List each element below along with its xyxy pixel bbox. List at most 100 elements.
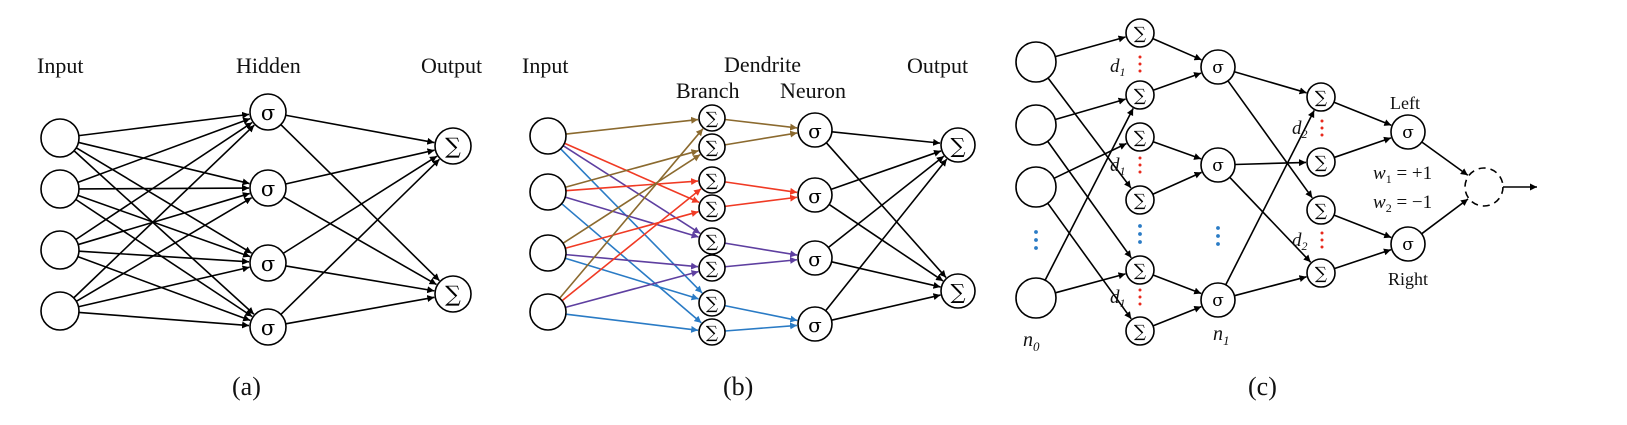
panel-c-input-node-4 xyxy=(1015,277,1057,319)
panel-b-output-node-2-circle xyxy=(940,273,976,309)
panel-c-d1-dots-1 xyxy=(1138,55,1142,73)
panel-c-sigma-node-2: σ xyxy=(1200,147,1236,183)
panel-a-input-node-3-circle xyxy=(40,230,80,270)
panel-c-d1-dots-3 xyxy=(1138,288,1142,306)
panel-b-dendrite-label: Dendrite xyxy=(724,52,801,77)
panel-b-edge-n2-out1 xyxy=(830,149,942,191)
panel-c-sum1-node-5: ∑ xyxy=(1125,255,1155,285)
panel-a-edge-in2-h1 xyxy=(77,117,251,184)
panel-a-input-node-1 xyxy=(40,118,80,158)
panel-c-right-node: σ xyxy=(1390,226,1426,262)
panel-c-sigma-node-3-symbol: σ xyxy=(1212,291,1224,311)
panel-c-edge-sig1-t3 xyxy=(1227,80,1313,199)
panel-c-edge-sig2-t4 xyxy=(1229,176,1312,263)
panel-c-edge-t4-right xyxy=(1334,248,1392,270)
panel-c-left-node-symbol: σ xyxy=(1402,123,1414,143)
panel-b-input-node-1-circle xyxy=(529,117,567,155)
panel-c-edge-s1-sig1 xyxy=(1152,37,1202,61)
panel-b-edge-n4-out2 xyxy=(831,293,941,321)
panel-c-d2-label-2: d2 xyxy=(1292,230,1308,253)
panel-c-sum2-node-2-circle xyxy=(1306,147,1336,177)
panel-c-edge-t1-left xyxy=(1333,101,1392,127)
panel-b-input-node-3-circle xyxy=(529,234,567,272)
panel-b-branch-node-5-circle xyxy=(698,227,726,255)
panel-b-edge-n1-out1 xyxy=(831,130,941,146)
panel-b-neuron-node-1: σ xyxy=(797,112,833,148)
panel-a-hidden-node-1-circle xyxy=(249,93,287,131)
panel-c-edge-s6-sig3 xyxy=(1152,305,1202,327)
panel-a-edge-h4-out2 xyxy=(285,295,435,325)
panel-c-caption: (c) xyxy=(1248,372,1277,401)
panel-c-sum1-node-2-circle xyxy=(1125,80,1155,110)
panel-c-edge-t3-right xyxy=(1333,214,1392,239)
panel-b-edge-in3-br6 xyxy=(565,253,699,270)
panel-c-d2-dots-1 xyxy=(1320,119,1324,137)
panel-b-neuron-node-4-symbol: σ xyxy=(808,313,822,337)
panel-a-edge-in3-h1 xyxy=(75,121,253,241)
panel-b-branch-node-1-circle xyxy=(698,104,726,132)
panel-b-output-node-1: ∑ xyxy=(940,127,976,163)
panel-b-branch-node-1-symbol: ∑ xyxy=(706,109,718,129)
panel-a-edge-h3-out2 xyxy=(285,265,435,294)
panel-b-branch-node-8-circle xyxy=(698,318,726,346)
panel-c-edge-sig3-t1 xyxy=(1224,110,1315,286)
panel-c-edge-right-final xyxy=(1421,198,1469,235)
panel-c-sum1-node-2-symbol: ∑ xyxy=(1134,86,1146,106)
panel-c-left-node-circle xyxy=(1390,114,1426,150)
panel-a-input-node-3 xyxy=(40,230,80,270)
panel-b-output-node-1-symbol: ∑ xyxy=(951,134,966,158)
panel-c-sum1-node-3-symbol: ∑ xyxy=(1134,128,1146,148)
panel-b-edge-in4-br8 xyxy=(565,313,699,333)
panel-c-edge-in1-s1 xyxy=(1055,35,1126,58)
panel-c-sum1-node-1-circle xyxy=(1125,18,1155,48)
panel-c-w2-label: w2 = −1 xyxy=(1373,192,1432,215)
panel-a-caption: (a) xyxy=(232,372,261,401)
panel-b-branch-node-5: ∑ xyxy=(698,227,726,255)
panel-c-sum1-node-1-symbol: ∑ xyxy=(1134,24,1146,44)
panel-a-output-node-2: ∑ xyxy=(434,275,472,313)
panel-c-d1-dots-2 xyxy=(1138,156,1142,174)
panel-c-sigma-node-1-symbol: σ xyxy=(1212,58,1224,78)
panel-a-hidden-node-1-symbol: σ xyxy=(261,101,275,125)
panel-b-edge-br2-n1 xyxy=(724,130,798,146)
panel-a-edge-in1-h3 xyxy=(75,147,253,254)
panel-a-output-node-1: ∑ xyxy=(434,127,472,165)
panel-c-edge-left-final xyxy=(1421,141,1469,176)
panel-b-edge-in1-br1 xyxy=(565,116,699,135)
panel-c-sigma-node-2-symbol: σ xyxy=(1212,156,1224,176)
panel-a-edge-in4-h3 xyxy=(78,265,250,308)
panel-a-edge-in2-h4 xyxy=(75,198,253,318)
panel-c-sum1-node-6: ∑ xyxy=(1125,316,1155,346)
panel-b-input-label: Input xyxy=(522,53,568,78)
panel-a-input-label: Input xyxy=(37,53,83,78)
panel-b-neuron-node-4-circle xyxy=(797,306,833,342)
panel-c-edge-sig1-t1 xyxy=(1234,70,1307,95)
panel-c-sum1-node-4-symbol: ∑ xyxy=(1134,191,1146,211)
panel-c-sum1-node-6-circle xyxy=(1125,316,1155,346)
panel-a-hidden-node-3: σ xyxy=(249,244,287,282)
panel-a-input-node-4-circle xyxy=(40,291,80,331)
panel-b-edge-in2-br5 xyxy=(565,196,699,239)
panel-c-ellipsis-sum xyxy=(1138,224,1142,244)
panel-a-edge-h3-out1 xyxy=(282,155,438,255)
panel-a-edge-in4-h4 xyxy=(78,311,250,329)
panel-a-edge-in2-h3 xyxy=(77,194,251,258)
panel-a-edge-h2-out2 xyxy=(283,196,437,286)
panel-b-branch-node-3: ∑ xyxy=(698,166,726,194)
panel-c-ellipsis-sigma xyxy=(1216,226,1220,246)
panel-c-edge-in2-s2 xyxy=(1054,97,1126,121)
panel-c-sum2-node-4: ∑ xyxy=(1306,258,1336,288)
panel-b-neuron-label: Neuron xyxy=(780,78,846,103)
panel-a-edge-in4-h2 xyxy=(75,196,253,303)
panel-b-branch-node-6: ∑ xyxy=(698,254,726,282)
panel-a-hidden-node-2-circle xyxy=(249,169,287,207)
panel-c-sum1-node-5-symbol: ∑ xyxy=(1134,261,1146,281)
panel-a-edge-in1-h2 xyxy=(78,141,250,186)
panel-c-edge-s4-sig2 xyxy=(1152,171,1202,195)
panel-b-neuron-node-2-circle xyxy=(797,177,833,213)
panel-a-output-node-2-symbol: ∑ xyxy=(445,283,461,308)
panel-a-hidden-node-1: σ xyxy=(249,93,287,131)
panel-b-neuron-node-3-symbol: σ xyxy=(808,247,822,271)
panel-b-edge-in4-br1 xyxy=(559,128,704,299)
panel-c-d1-label-1: d1 xyxy=(1110,56,1126,79)
